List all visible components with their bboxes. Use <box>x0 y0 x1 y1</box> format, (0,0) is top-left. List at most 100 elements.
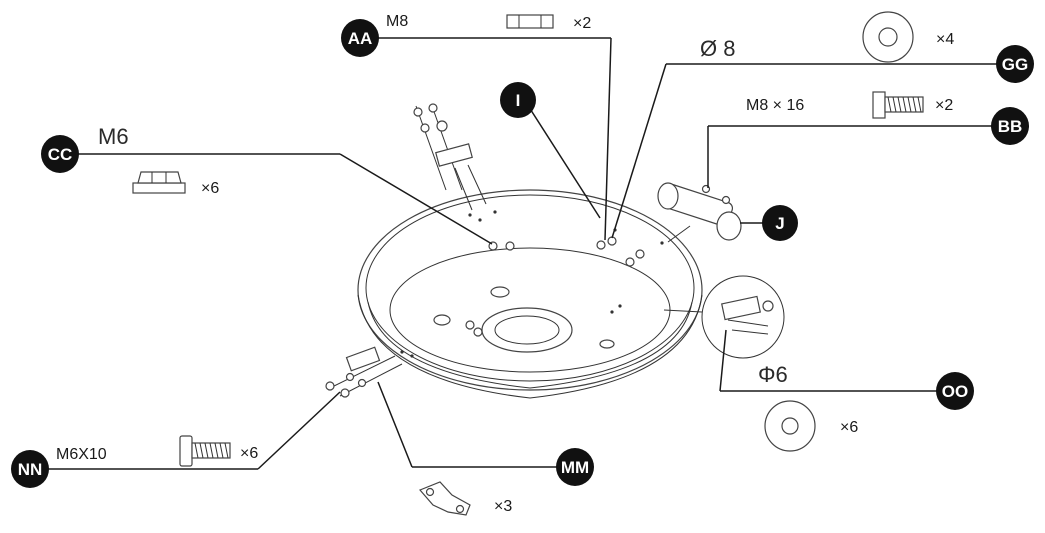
handle-assembly <box>657 182 742 243</box>
gg-size-label: Ø 8 <box>700 36 735 61</box>
detail-bolt-2 <box>731 329 769 335</box>
top-bolt-axis <box>415 105 447 191</box>
badge-nn-text: NN <box>18 460 43 479</box>
bb-bolt-icon <box>872 91 924 119</box>
badge-gg-text: GG <box>1002 55 1028 74</box>
bb-size-label: M8 × 16 <box>746 97 804 114</box>
badge-oo-text: OO <box>942 382 968 401</box>
oo-size-label: Φ6 <box>758 362 788 387</box>
handle-bolt-2 <box>721 195 731 205</box>
top-leg-stub-2 <box>467 164 487 205</box>
rim-hole-1 <box>468 213 472 217</box>
badge-bb: BB <box>991 107 1029 145</box>
spacer-body <box>506 14 554 29</box>
cc-nut-icon <box>132 171 186 194</box>
nn-screw-icon <box>179 435 231 467</box>
rim-nut-3 <box>596 240 606 250</box>
bowl-outer-rim <box>357 189 703 391</box>
gg-line-down <box>611 63 667 239</box>
left-nut-3 <box>345 372 355 382</box>
detail-callout <box>663 275 785 359</box>
left-bolt-axis-2 <box>339 363 403 397</box>
aa-spacer-icon <box>506 14 554 29</box>
i-line <box>526 103 601 219</box>
badge-aa-text: AA <box>348 29 373 48</box>
rim-nut-2 <box>505 241 515 251</box>
handle-cap-right <box>716 211 742 241</box>
left-nut-2 <box>340 388 350 398</box>
detail-circle <box>701 275 785 359</box>
top-nut-2 <box>428 103 438 113</box>
badge-nn: NN <box>11 450 49 488</box>
gg-washer-icon <box>862 11 914 63</box>
cc-size-label: M6 <box>98 124 129 149</box>
cc-line-down <box>339 153 493 245</box>
rim-hole-3 <box>493 210 497 214</box>
oo-line-up <box>719 329 727 392</box>
detail-leader <box>663 309 703 313</box>
fire-bowl <box>357 189 703 399</box>
aa-qty-label: ×2 <box>573 15 591 32</box>
rim-nut-4 <box>607 236 617 246</box>
left-bracket <box>345 346 381 372</box>
nn-size-label: M6X10 <box>56 446 107 463</box>
nn-line-up <box>257 391 341 470</box>
bowl-lower-band <box>367 301 693 389</box>
bowl-drain-inner <box>494 315 560 345</box>
handle-cap-left <box>657 182 679 210</box>
left-bolt-axis-1 <box>329 355 396 389</box>
rim-hole-7 <box>610 310 614 314</box>
mm-bracket-icon <box>418 481 471 516</box>
top-bracket <box>435 143 473 167</box>
top-washer-2 <box>436 120 448 132</box>
top-leg-stub <box>454 167 473 211</box>
bowl-lower-body <box>357 294 703 399</box>
rim-nut-7 <box>465 320 475 330</box>
bowl-boss-2 <box>433 314 451 326</box>
badge-oo: OO <box>936 372 974 410</box>
rim-hole-6 <box>618 304 622 308</box>
badge-mm: MM <box>556 448 594 486</box>
aa-line-down <box>604 37 612 241</box>
badge-i: I <box>500 82 536 118</box>
bowl-boss-1 <box>490 286 510 298</box>
screw-thread <box>194 442 229 459</box>
left-nut-1 <box>325 381 335 391</box>
badge-j-text: J <box>775 214 784 233</box>
rim-hole-5 <box>660 241 664 245</box>
oo-qty-label: ×6 <box>840 419 858 436</box>
handle-stem <box>667 225 691 243</box>
aa-size-label: M8 <box>386 13 408 30</box>
rim-hole-9 <box>410 354 414 358</box>
screw-head <box>179 435 193 467</box>
badge-cc: CC <box>41 135 79 173</box>
badge-cc-text: CC <box>48 145 73 164</box>
bolt-head <box>872 91 886 119</box>
badge-mm-text: MM <box>561 458 589 477</box>
nut-base <box>132 182 186 194</box>
nut-top <box>137 171 182 184</box>
callout-lines <box>30 37 1015 470</box>
rim-nut-6 <box>635 249 645 259</box>
bb-qty-label: ×2 <box>935 97 953 114</box>
top-washer-1 <box>420 123 430 133</box>
oo-washer-icon <box>764 400 816 452</box>
nn-qty-label: ×6 <box>240 445 258 462</box>
left-bracket-assembly <box>325 346 403 398</box>
detail-hole <box>762 300 774 312</box>
bowl-inner-rim <box>365 194 695 382</box>
cc-qty-label: ×6 <box>201 180 219 197</box>
rim-nut-5 <box>625 257 635 267</box>
mm-line-down <box>377 381 413 468</box>
rim-nut-8 <box>473 327 483 337</box>
badge-i-text: I <box>516 91 521 110</box>
detail-bolt-1 <box>727 319 769 327</box>
badge-bb-text: BB <box>998 117 1023 136</box>
badge-j: J <box>762 205 798 241</box>
gg-qty-label: ×4 <box>936 31 954 48</box>
left-nut-4 <box>357 378 367 388</box>
top-bolt-axis-2 <box>431 105 463 191</box>
rim-hole-2 <box>478 218 482 222</box>
